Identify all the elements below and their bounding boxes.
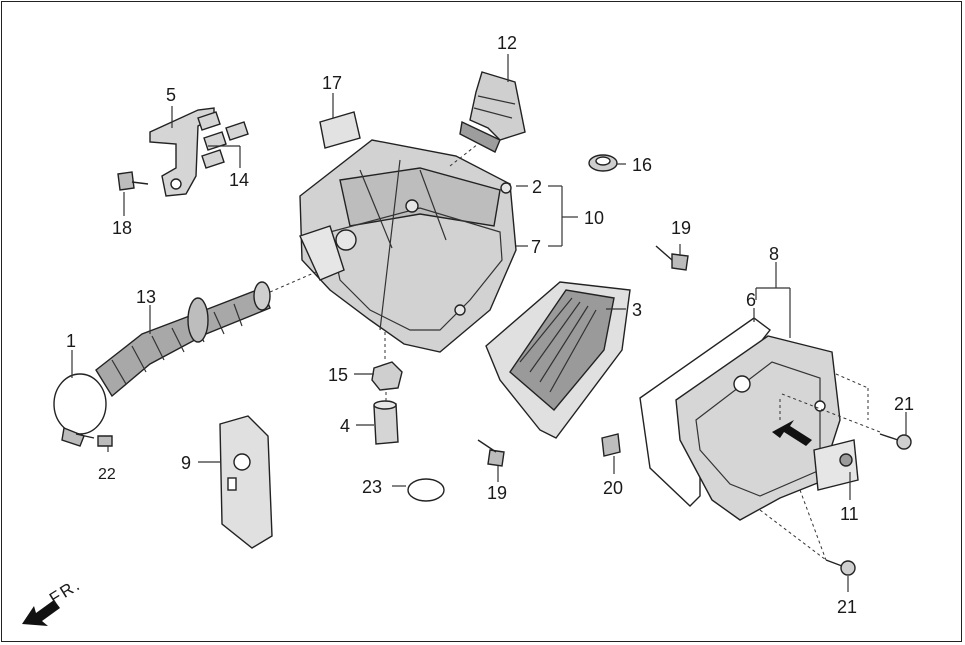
- part-19-bolt-upper: [655, 245, 689, 271]
- callout-17: 17: [322, 73, 342, 93]
- callout-11: 11: [840, 504, 859, 524]
- callout-19-lower: 19: [487, 483, 507, 503]
- part-18-bolt: [117, 171, 149, 191]
- part-19-bolt-lower: [477, 439, 505, 467]
- part-21-screw-bottom: [825, 559, 856, 576]
- arrow-marker: [772, 420, 812, 446]
- callout-21-right: 21: [894, 394, 914, 414]
- callout-8: 8: [769, 244, 779, 264]
- part-20-grommet: [601, 433, 621, 457]
- part-12-intake-duct: [459, 71, 526, 153]
- part-21-screw-right: [879, 433, 912, 450]
- part-17-label: [319, 111, 361, 149]
- part-15-clamp: [371, 361, 403, 391]
- alignment-lines: [269, 143, 881, 561]
- callout-15: 15: [328, 365, 348, 385]
- part-4-drain-tube: [373, 400, 399, 445]
- callout-23: 23: [362, 477, 382, 497]
- part-23-circlip: [392, 478, 445, 502]
- part-2-air-box: [299, 139, 517, 353]
- front-direction-label: FR.: [46, 575, 84, 609]
- part-5-bracket: [149, 107, 215, 197]
- callout-2: 2: [532, 177, 542, 197]
- callout-21-bottom: 21: [837, 597, 857, 617]
- part-16-grommet: [588, 154, 618, 172]
- callout-19-upper: 19: [671, 218, 691, 238]
- leader-lines: [71, 54, 907, 592]
- callout-16: 16: [632, 155, 652, 175]
- callout-1: 1: [66, 331, 76, 351]
- front-direction-indicator: FR.: [22, 575, 84, 626]
- front-arrow-icon: [22, 600, 60, 626]
- callout-22: 22: [98, 466, 116, 483]
- callout-20: 20: [603, 478, 623, 498]
- callout-5: 5: [166, 85, 176, 105]
- callout-4: 4: [340, 416, 350, 436]
- part-1-clamp: [53, 373, 107, 447]
- callout-12: 12: [497, 33, 517, 53]
- callout-6: 6: [746, 290, 756, 310]
- callout-13: 13: [136, 287, 156, 307]
- part-9-plate: [219, 415, 273, 549]
- part-13-intake-hose: [95, 281, 271, 398]
- part-22-screw: [75, 433, 113, 447]
- callout-7: 7: [531, 237, 541, 257]
- callout-3: 3: [632, 300, 642, 320]
- callout-labels: 1 2 3 4 5 6 7 8 9 10 11 12 13 14 15 16 1…: [66, 33, 914, 617]
- part-11-label: [813, 439, 859, 491]
- part-3-filter: [485, 281, 631, 439]
- callout-18: 18: [112, 218, 132, 238]
- callout-9: 9: [181, 453, 191, 473]
- callout-10: 10: [584, 208, 604, 228]
- callout-14: 14: [229, 170, 249, 190]
